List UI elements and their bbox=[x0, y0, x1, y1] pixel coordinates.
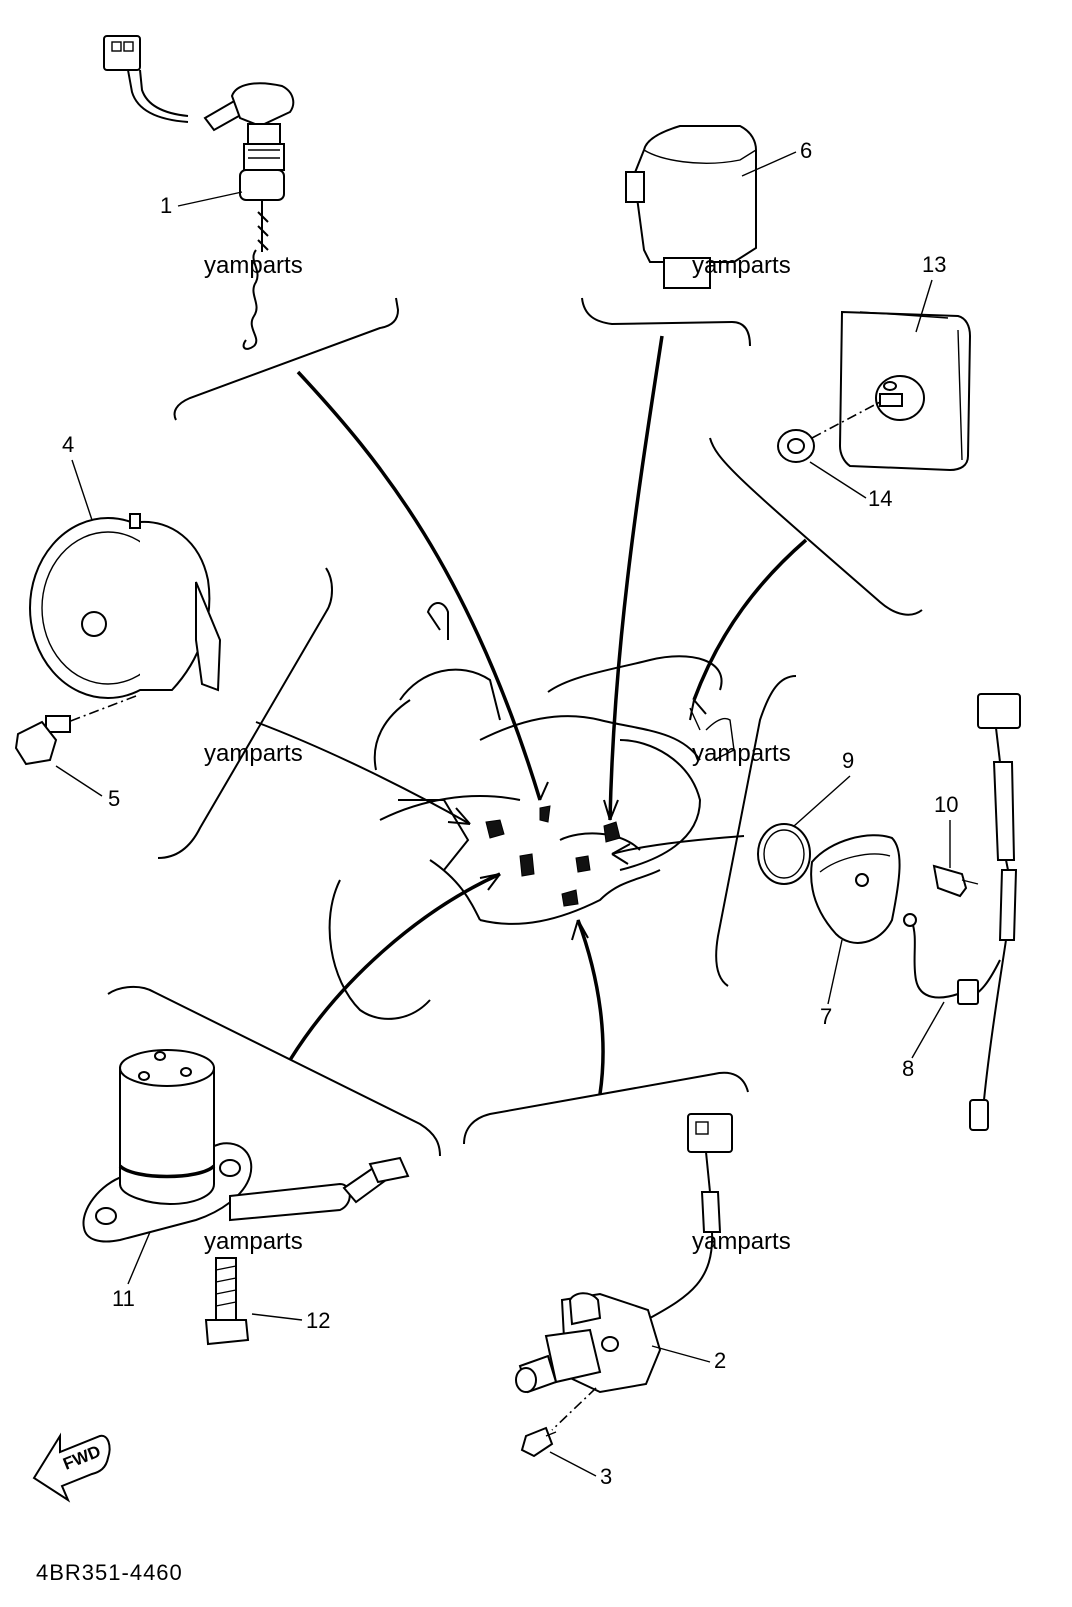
watermark-middle-right: yamparts bbox=[692, 740, 791, 767]
part-7-sensor bbox=[810, 834, 901, 944]
watermark-top-left: yamparts bbox=[204, 252, 303, 279]
callout-8: 8 bbox=[902, 1056, 914, 1081]
watermark-middle-left: yamparts bbox=[204, 740, 303, 767]
part-2-speed-sensor bbox=[515, 1113, 733, 1394]
callout-12: 12 bbox=[306, 1308, 330, 1333]
part-6-relay bbox=[625, 125, 757, 289]
watermark-bottom-right: yamparts bbox=[692, 1228, 791, 1255]
part-13-plate bbox=[838, 310, 972, 472]
part-8-lead-wire bbox=[903, 693, 1021, 1131]
watermark-bottom-left: yamparts bbox=[204, 1228, 303, 1255]
drawing-code: 4BR351-4460 bbox=[36, 1560, 183, 1585]
fwd-direction-arrow: FWD bbox=[32, 1432, 111, 1503]
callout-6: 6 bbox=[800, 138, 812, 163]
part-9-o-ring bbox=[757, 823, 811, 885]
part-12-bolt bbox=[204, 1257, 250, 1346]
watermark-top-right: yamparts bbox=[692, 252, 791, 279]
callout-1: 1 bbox=[160, 193, 172, 218]
part-5-bolt bbox=[14, 715, 71, 766]
callout-11: 11 bbox=[112, 1286, 135, 1311]
mounting-points bbox=[485, 805, 621, 907]
callout-2: 2 bbox=[714, 1348, 726, 1373]
leader-arrows bbox=[107, 297, 923, 1157]
motorcycle-frame-outline bbox=[328, 602, 735, 1020]
part-11-level-sensor bbox=[82, 1049, 410, 1243]
callout-7: 7 bbox=[820, 1004, 832, 1029]
callout-5: 5 bbox=[108, 786, 120, 811]
part-14-nut bbox=[777, 429, 815, 463]
part-3-bolt bbox=[520, 1426, 557, 1458]
callout-10: 10 bbox=[934, 792, 958, 817]
part-1-switch bbox=[103, 35, 295, 350]
callout-3: 3 bbox=[600, 1464, 612, 1489]
callout-14: 14 bbox=[868, 486, 892, 511]
callout-13: 13 bbox=[922, 252, 946, 277]
callout-9: 9 bbox=[842, 748, 854, 773]
callout-4: 4 bbox=[62, 432, 74, 457]
part-10-screw bbox=[932, 864, 979, 898]
part-4-horn bbox=[29, 513, 222, 699]
